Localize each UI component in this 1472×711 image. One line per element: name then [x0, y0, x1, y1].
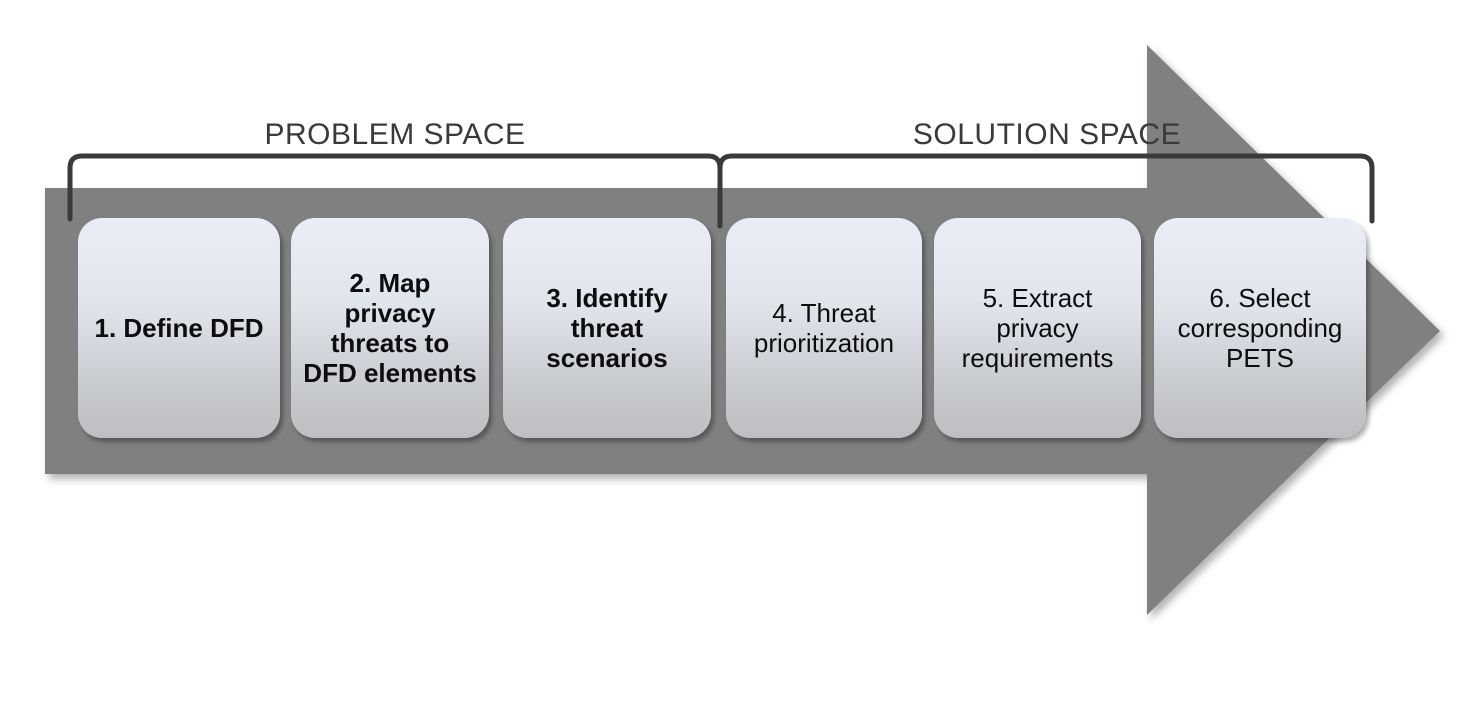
step-label-3: 3. Identify threat scenarios — [546, 282, 668, 374]
step-box-5[interactable]: 5. Extract privacy requirements — [934, 218, 1141, 438]
bracket-solution-space — [717, 153, 1375, 229]
bracket-label-solution-space: SOLUTION SPACE — [912, 118, 1182, 151]
step-label-5: 5. Extract privacy requirements — [961, 282, 1114, 374]
step-box-4[interactable]: 4. Threat prioritization — [726, 218, 922, 438]
step-label-1: 1. Define DFD — [94, 312, 264, 343]
step-label-6: 6. Select corresponding PETS — [1177, 282, 1343, 374]
step-box-6[interactable]: 6. Select corresponding PETS — [1154, 218, 1366, 438]
step-box-1[interactable]: 1. Define DFD — [78, 218, 280, 438]
step-label-4: 4. Threat prioritization — [753, 297, 895, 358]
step-label-2: 2. Map privacy threats to DFD elements — [303, 267, 477, 389]
step-box-2[interactable]: 2. Map privacy threats to DFD elements — [291, 218, 489, 438]
bracket-label-problem-space: PROBLEM SPACE — [264, 118, 526, 151]
bracket-problem-space — [67, 153, 723, 229]
step-box-3[interactable]: 3. Identify threat scenarios — [503, 218, 711, 438]
